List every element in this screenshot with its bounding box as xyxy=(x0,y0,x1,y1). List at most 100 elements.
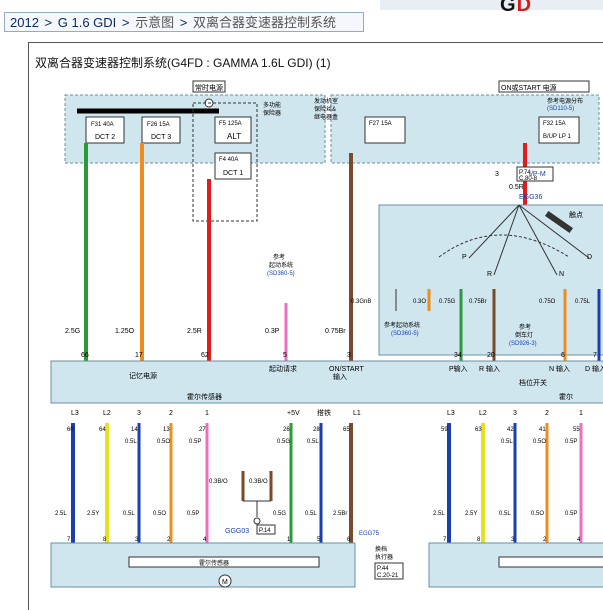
bnr-4: 55 xyxy=(573,427,580,433)
bpr-4: 1 xyxy=(579,410,583,417)
mid-spec-3: 0.75G xyxy=(439,299,456,305)
fuse-f32 xyxy=(538,116,580,144)
contact-arm xyxy=(544,210,574,234)
contact-line-1 xyxy=(468,204,520,259)
bn-1: 64 xyxy=(99,427,106,433)
bn-4: 27 xyxy=(199,427,206,433)
bc-5: 1 xyxy=(287,537,291,543)
p14-box xyxy=(256,524,276,535)
bc-7: 6 xyxy=(347,537,351,543)
fuse-f4-id: F4 40A xyxy=(219,157,238,163)
bc-3: 2 xyxy=(167,537,171,543)
bp-2: 2 xyxy=(169,410,173,417)
bs-0: 0.5L xyxy=(125,439,137,445)
bs2r-2: 0.5L xyxy=(499,511,511,517)
n-input: N 输入 xyxy=(549,364,570,373)
mid-spec-6: 0.75L xyxy=(575,299,591,305)
hall-bottom-box xyxy=(128,556,320,568)
bp-3: 3 xyxy=(137,410,141,417)
bs2-1: 2.5Y xyxy=(87,511,99,517)
bottom-connector-left: 7 8 3 2 4 1 5 6 xyxy=(67,537,351,543)
breadcrumb-item[interactable]: 示意图 xyxy=(135,15,175,30)
bn-7: 65 xyxy=(343,427,350,433)
bcr-2: 3 xyxy=(511,537,515,543)
engine-room-label: 发动机室 xyxy=(314,97,338,105)
wiring-diagram: 双离合器变速器控制系统(G4FD : GAMMA 1.6L GDI) (1) 常… xyxy=(28,42,603,610)
fuse-f32-name: B/UP LP 1 xyxy=(543,134,571,140)
bs2-4: 0.5P xyxy=(187,511,199,517)
bp-1: 1 xyxy=(205,410,209,417)
brand-logo-text: G xyxy=(500,0,517,16)
wire-spec-5: 0.75Br xyxy=(325,328,346,335)
engine-room-label2: 保险丝& xyxy=(314,105,336,113)
fuse-f5 xyxy=(214,116,252,144)
breadcrumb-item[interactable]: 2012 xyxy=(10,15,39,30)
bsr-2: 0.5P xyxy=(565,439,577,445)
pin3-label: 3 xyxy=(495,171,499,178)
hot-power-label: 常时电源 xyxy=(195,83,223,92)
d-pos: D xyxy=(587,254,592,261)
bpr-3: 2 xyxy=(545,410,549,417)
mid-spec-4: 0.75Br xyxy=(469,299,487,305)
bcr-3: 2 xyxy=(543,537,547,543)
ref-backup-code: (SD926-3) xyxy=(509,341,537,347)
fuse-f27 xyxy=(364,116,406,144)
contact-line-4 xyxy=(518,204,590,259)
ref-backup2: 倒车灯 xyxy=(515,331,533,339)
ref-start-code: (SD360-5) xyxy=(267,271,295,277)
bc-2: 3 xyxy=(135,537,139,543)
on-start-input: ON/START xyxy=(329,366,364,373)
fuse-f27-id: F27 15A xyxy=(369,121,392,127)
ipm-label: I/P-M xyxy=(529,171,546,178)
c80: C.80-8 xyxy=(519,176,538,182)
ref-start2: 参考起动系统 xyxy=(384,321,420,329)
pin-5: 5 xyxy=(283,352,287,359)
ref-backup: 参考 xyxy=(519,323,531,331)
b05r-label: 0.5R xyxy=(509,184,524,191)
tcu-band xyxy=(50,360,603,404)
brand-logo-red: D xyxy=(516,0,533,16)
bs-4: 0.5L xyxy=(307,439,319,445)
bs2-3: 0.5O xyxy=(153,511,166,517)
mid-spec-5: 0.75O xyxy=(539,299,556,305)
bs2r-3: 0.5O xyxy=(531,511,544,517)
breadcrumb-item[interactable]: G 1.6 GDI xyxy=(57,15,117,30)
egg75: EGG75 xyxy=(359,531,380,537)
p74-box xyxy=(516,166,554,182)
hall-sensor-label: 霍尔传感器 xyxy=(187,392,222,401)
bnr-1: 63 xyxy=(475,427,482,433)
contact-line-3 xyxy=(518,204,558,276)
ref-power-code: (SD110-5) xyxy=(547,106,574,112)
engine-room-label3: 继电器盒 xyxy=(314,113,338,121)
bs-1: 0.5O xyxy=(157,439,170,445)
bs2-6: 0.5L xyxy=(305,511,317,517)
pin-3: 3 xyxy=(347,352,351,359)
bcr-1: 8 xyxy=(477,537,481,543)
fuse-f5-name: ALT xyxy=(227,132,241,141)
fuse-f31-name: DCT 2 xyxy=(95,134,115,141)
pin-6: 6 xyxy=(561,352,565,359)
fuse-f4-name: DCT 1 xyxy=(223,170,243,177)
fuse-f32-id: F32 15A xyxy=(543,121,566,127)
breadcrumb-sep: > xyxy=(179,15,188,30)
pin-7: 7 xyxy=(593,352,597,359)
r-input: R 输入 xyxy=(479,364,500,373)
bn-3: 13 xyxy=(163,427,170,433)
bnr-0: 59 xyxy=(441,427,448,433)
motor-letter: M xyxy=(222,579,228,586)
memory-power: 记忆电源 xyxy=(129,371,157,380)
bc-0: 7 xyxy=(67,537,71,543)
breadcrumb-item[interactable]: 双离合器变速器控制系统 xyxy=(193,15,337,30)
bcr-4: 4 xyxy=(577,537,581,543)
bnr-2: 42 xyxy=(507,427,514,433)
bpr-0: L3 xyxy=(447,410,455,417)
fuse-f4 xyxy=(214,152,252,180)
bp-l3: L3 xyxy=(71,410,79,417)
actuator-label-2: 执行器 xyxy=(375,553,393,561)
p-pos: P xyxy=(462,254,467,261)
breadcrumb-sep: > xyxy=(44,15,53,30)
wire-spec-4: 0.3P xyxy=(265,328,280,335)
bs2-2: 0.5L xyxy=(123,511,135,517)
multi-fuse-label: 多功能 xyxy=(263,101,281,109)
bn-2: 14 xyxy=(131,427,138,433)
